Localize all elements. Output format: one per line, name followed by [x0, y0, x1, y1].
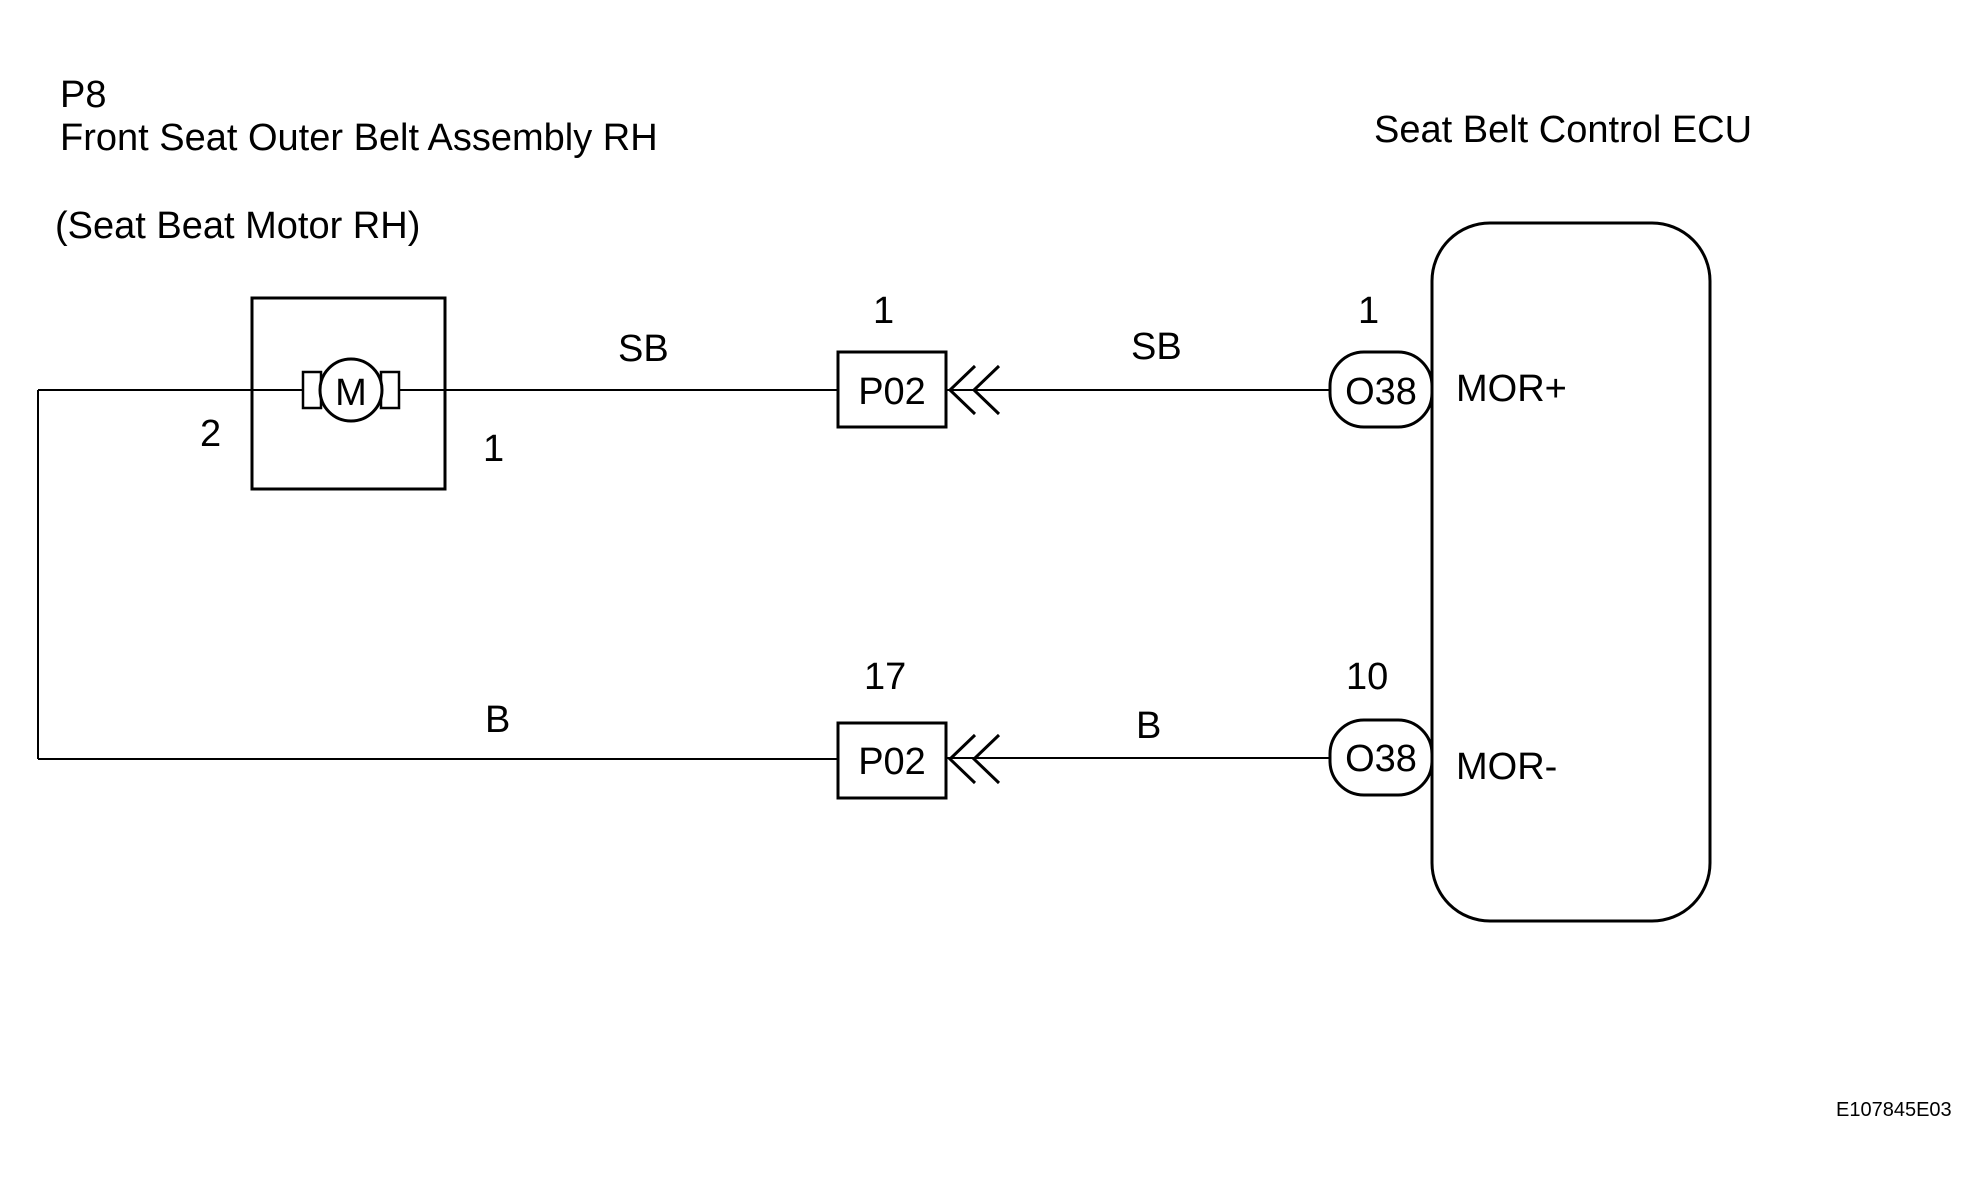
lower-junction-code: P02 — [858, 741, 926, 783]
upper-connector-arrow-icon — [947, 364, 1001, 416]
left-component-subname: (Seat Beat Motor RH) — [55, 205, 421, 247]
upper-ecu-pin: 1 — [1358, 290, 1380, 332]
lower-junction-box — [836, 721, 948, 800]
motor-brush-left — [301, 370, 323, 410]
lower-junction-pin: 17 — [864, 656, 907, 698]
upper-wire-color-right: SB — [1131, 326, 1182, 368]
ecu-terminal-top: MOR+ — [1456, 368, 1567, 410]
left-component-name: Front Seat Outer Belt Assembly RH — [60, 117, 658, 159]
left-component-code: P8 — [60, 74, 107, 116]
figure-id: E107845E03 — [1836, 1099, 1952, 1121]
lower-wire-color-right: B — [1136, 705, 1162, 747]
upper-wire-color-left: SB — [618, 328, 669, 370]
right-component-name: Seat Belt Control ECU — [1374, 109, 1753, 151]
upper-junction-box — [836, 350, 948, 429]
motor-brush-right — [379, 370, 401, 410]
motor-component-box — [250, 296, 447, 491]
ecu-terminal-bottom: MOR- — [1456, 746, 1558, 788]
upper-junction-code: P02 — [858, 371, 926, 413]
motor-pin-right: 1 — [483, 428, 505, 470]
motor-pin-left: 2 — [200, 413, 222, 455]
motor-symbol-letter: M — [335, 372, 367, 414]
upper-ecu-connector-code: O38 — [1345, 371, 1417, 413]
motor-icon — [318, 357, 384, 423]
lower-wire-color-left: B — [485, 699, 511, 741]
lower-ecu-pin: 10 — [1346, 656, 1389, 698]
lower-ecu-connector-code: O38 — [1345, 738, 1417, 780]
upper-junction-pin: 1 — [873, 290, 895, 332]
ecu-body — [1430, 221, 1712, 923]
lower-connector-arrow-icon — [947, 733, 1001, 785]
